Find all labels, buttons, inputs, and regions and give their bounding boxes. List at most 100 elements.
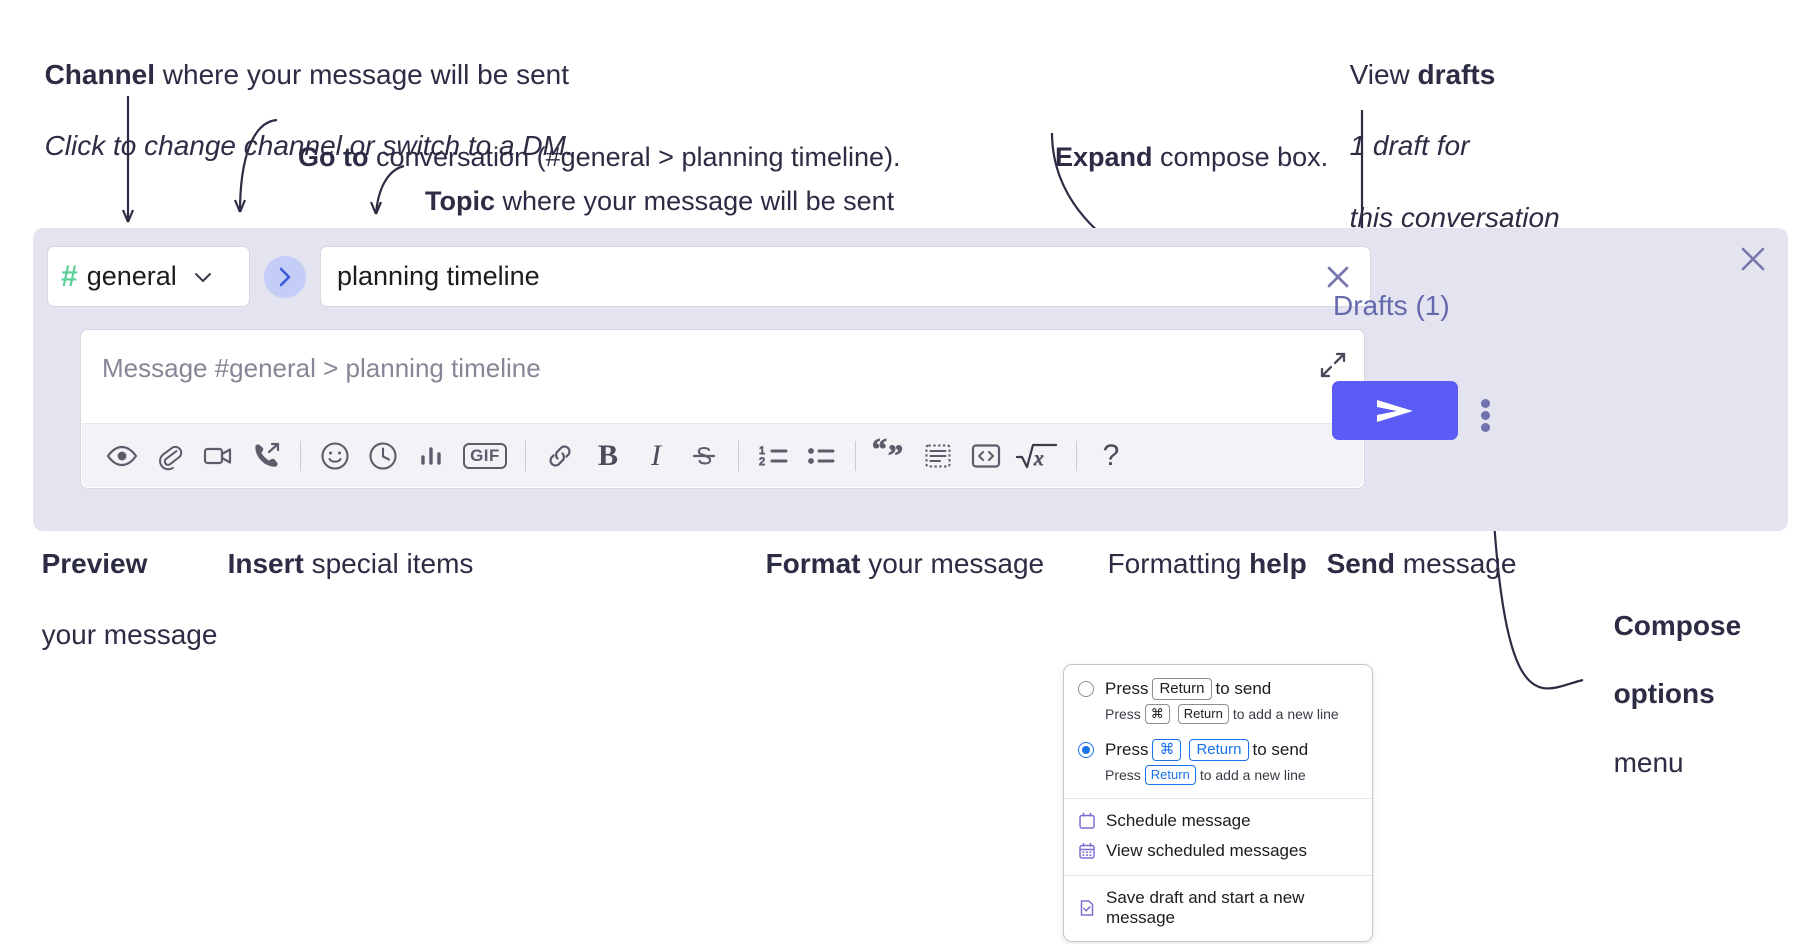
radio-button[interactable] bbox=[1078, 681, 1094, 697]
clock-icon[interactable] bbox=[359, 432, 407, 480]
code-block-icon[interactable] bbox=[914, 432, 962, 480]
bold-label: B bbox=[597, 438, 618, 472]
annotation-expand-rest: compose box. bbox=[1152, 141, 1329, 172]
menu-divider bbox=[1064, 875, 1372, 876]
key-return: Return bbox=[1177, 704, 1229, 724]
toolbar-divider bbox=[855, 440, 856, 471]
svg-text:1: 1 bbox=[759, 445, 765, 457]
annotation-compose-options-plain: menu bbox=[1613, 746, 1684, 778]
key-command: ⌘ bbox=[1144, 704, 1170, 724]
chevron-right-icon bbox=[279, 267, 291, 286]
menu-item-label: Schedule message bbox=[1106, 811, 1251, 830]
menu-item-label: View scheduled messages bbox=[1106, 841, 1307, 860]
annotation-expand-bold: Expand bbox=[1055, 141, 1153, 172]
send-button[interactable] bbox=[1332, 381, 1458, 440]
gif-label: GIF bbox=[463, 442, 507, 469]
svg-text:2: 2 bbox=[759, 456, 765, 468]
compose-panel: # general planning timeline Message #gen… bbox=[33, 228, 1788, 531]
option1-post: to send bbox=[1215, 679, 1272, 698]
option1-sub-post: to add a new line bbox=[1232, 706, 1339, 722]
document-check-icon bbox=[1080, 900, 1094, 916]
annotation-format-rest: your message bbox=[860, 547, 1045, 579]
math-icon[interactable]: x bbox=[1010, 432, 1066, 480]
annotation-expand: Expand compose box. bbox=[1040, 105, 1328, 174]
phone-forward-icon[interactable] bbox=[242, 432, 290, 480]
compose-options-menu: Press Return to send Press ⌘ Return to a… bbox=[1063, 664, 1373, 942]
topic-value: planning timeline bbox=[337, 261, 540, 291]
calendar-icon bbox=[1079, 812, 1095, 829]
compose-header-row: # general planning timeline bbox=[47, 246, 1371, 307]
annotation-send-bold: Send bbox=[1326, 547, 1396, 579]
radio-button-selected[interactable] bbox=[1078, 742, 1094, 758]
gif-icon[interactable]: GIF bbox=[455, 432, 515, 480]
menu-item-view-scheduled-messages[interactable]: View scheduled messages bbox=[1064, 836, 1372, 866]
link-icon[interactable] bbox=[536, 432, 584, 480]
topic-input[interactable]: planning timeline bbox=[320, 246, 1371, 307]
help-icon[interactable]: ? bbox=[1087, 432, 1135, 480]
paperclip-icon[interactable] bbox=[146, 432, 194, 480]
annotation-send-rest: message bbox=[1395, 547, 1517, 579]
bullet-list-icon[interactable] bbox=[797, 432, 845, 480]
chevron-down-icon bbox=[194, 272, 211, 282]
key-return: Return bbox=[1144, 765, 1196, 785]
annotation-drafts: View drafts 1 draft for this conversatio… bbox=[1334, 21, 1560, 236]
video-camera-icon[interactable] bbox=[194, 432, 242, 480]
toolbar-divider bbox=[1076, 440, 1077, 471]
annotation-drafts-plain: View bbox=[1349, 58, 1418, 90]
annotation-preview-bold: Preview bbox=[41, 547, 148, 579]
annotation-format-bold: Format bbox=[765, 547, 861, 579]
annotation-insert-bold: Insert bbox=[227, 547, 304, 579]
eye-icon[interactable] bbox=[98, 432, 146, 480]
channel-selector[interactable]: # general bbox=[47, 246, 250, 307]
option1-sub-pre: Press bbox=[1105, 706, 1141, 722]
annotation-drafts-sub1: 1 draft for bbox=[1349, 130, 1470, 162]
annotation-format: Format your message bbox=[750, 510, 1045, 582]
annotation-help-plain: Formatting bbox=[1107, 547, 1250, 579]
menu-divider bbox=[1064, 798, 1372, 799]
send-icon bbox=[1377, 399, 1413, 422]
menu-item-save-draft[interactable]: Save draft and start a new message bbox=[1064, 883, 1372, 933]
option1-pre: Press bbox=[1105, 679, 1149, 698]
goto-conversation-button[interactable] bbox=[264, 255, 306, 298]
expand-icon[interactable] bbox=[1318, 350, 1348, 380]
calendar-grid-icon bbox=[1079, 842, 1095, 859]
annotation-help: Formatting help bbox=[1092, 510, 1307, 582]
annotation-goto: Go to conversation (#general > planning … bbox=[283, 105, 901, 174]
drafts-link[interactable]: Drafts (1) bbox=[1333, 290, 1450, 321]
bold-icon[interactable]: B bbox=[584, 432, 632, 480]
clear-topic-icon[interactable] bbox=[1322, 261, 1354, 293]
menu-item-schedule-message[interactable]: Schedule message bbox=[1064, 806, 1372, 836]
help-label: ? bbox=[1102, 438, 1120, 472]
annotation-compose-options: Compose options menu bbox=[1598, 575, 1742, 780]
compose-options-button[interactable] bbox=[1481, 396, 1490, 435]
annotation-drafts-sub2: this conversation bbox=[1349, 202, 1560, 234]
menu-item-label: Save draft and start a new message bbox=[1106, 888, 1305, 927]
bar-chart-icon[interactable] bbox=[407, 432, 455, 480]
dot bbox=[1481, 399, 1490, 408]
strikethrough-icon[interactable] bbox=[680, 432, 728, 480]
channel-name: general bbox=[86, 261, 177, 291]
annotation-goto-rest: conversation (#general > planning timeli… bbox=[368, 141, 901, 172]
menu-option-cmd-return-to-send[interactable]: Press ⌘ Return to send bbox=[1064, 736, 1372, 764]
toolbar-divider bbox=[525, 440, 526, 471]
close-icon[interactable] bbox=[1736, 242, 1770, 276]
option2-post: to send bbox=[1252, 740, 1309, 759]
annotation-goto-bold: Go to bbox=[298, 141, 369, 172]
message-input-box[interactable]: Message #general > planning timeline bbox=[80, 329, 1365, 489]
message-placeholder: Message #general > planning timeline bbox=[102, 353, 541, 383]
annotation-insert: Insert special items bbox=[212, 510, 474, 582]
annotation-channel-rest: where your message will be sent bbox=[155, 58, 570, 90]
code-icon[interactable] bbox=[962, 432, 1010, 480]
italic-icon[interactable]: I bbox=[632, 432, 680, 480]
annotation-topic-bold: Topic bbox=[425, 185, 496, 216]
hash-icon: # bbox=[61, 259, 78, 293]
annotation-topic-rest: where your message will be sent bbox=[495, 185, 895, 216]
emoji-icon[interactable] bbox=[311, 432, 359, 480]
menu-option-return-to-send[interactable]: Press Return to send bbox=[1064, 675, 1372, 703]
blockquote-icon[interactable]: “” bbox=[866, 432, 914, 480]
annotation-topic: Topic where your message will be sent bbox=[410, 149, 894, 218]
option2-sub-post: to add a new line bbox=[1199, 767, 1306, 783]
dot bbox=[1481, 411, 1490, 420]
